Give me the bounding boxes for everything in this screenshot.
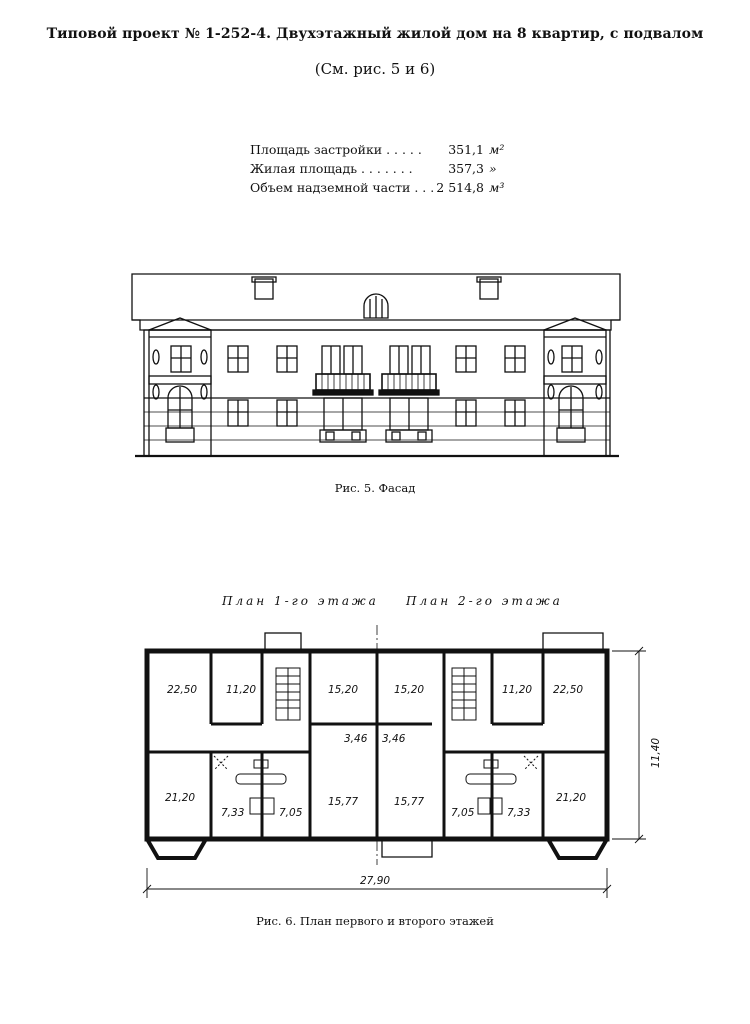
plan-label-first-floor: План 1-го этажа (222, 594, 379, 608)
document-subtitle: (См. рис. 5 и 6) (314, 60, 436, 78)
stat-row-living-area: Жилая площадь . . . . . . . 357,3 » (250, 159, 504, 178)
room-area: 15,20 (394, 684, 424, 696)
room-area: 15,20 (328, 684, 358, 696)
figure-6-caption: Рис. 6. План первого и второго этажей (256, 914, 494, 928)
room-area: 11,20 (502, 684, 532, 696)
room-area: 15,77 (328, 796, 358, 808)
dimension-width: 27,90 (360, 875, 390, 887)
room-area: 15,77 (394, 796, 424, 808)
stat-label: Жилая площадь . . . . . . . (250, 161, 413, 176)
stat-unit: » (489, 161, 497, 176)
stat-label: Площадь застройки . . . . . (250, 142, 422, 157)
stat-unit: м³ (489, 180, 505, 195)
stat-row-built-area: Площадь застройки . . . . . 351,1 м² (250, 140, 504, 159)
room-area: 21,20 (165, 792, 195, 804)
stat-value: 2 514,8 (436, 180, 484, 195)
stat-row-volume: Объем надземной части . . . 2 514,8 м³ (250, 178, 504, 197)
dimension-depth: 11,40 (650, 738, 662, 768)
room-area: 21,20 (556, 792, 586, 804)
plan-label-second-floor: План 2-го этажа (406, 594, 563, 608)
document-title: Типовой проект № 1-252-4. Двухэтажный жи… (46, 26, 704, 42)
stat-value: 357,3 (448, 161, 484, 176)
room-area: 7,33 (507, 807, 530, 819)
stat-unit: м² (489, 142, 505, 157)
room-area: 7,05 (451, 807, 475, 819)
room-area: 7,05 (279, 807, 303, 819)
building-stats: Площадь застройки . . . . . 351,1 м² Жил… (250, 140, 504, 197)
room-area: 22,50 (553, 684, 583, 696)
room-area: 3,46 (382, 733, 406, 745)
room-area: 11,20 (226, 684, 256, 696)
room-area: 3,46 (344, 733, 368, 745)
figure-5-caption: Рис. 5. Фасад (334, 481, 416, 495)
room-area: 22,50 (167, 684, 197, 696)
stat-value: 351,1 (448, 142, 484, 157)
stat-label: Объем надземной части . . . (250, 180, 435, 195)
room-area: 7,33 (221, 807, 244, 819)
